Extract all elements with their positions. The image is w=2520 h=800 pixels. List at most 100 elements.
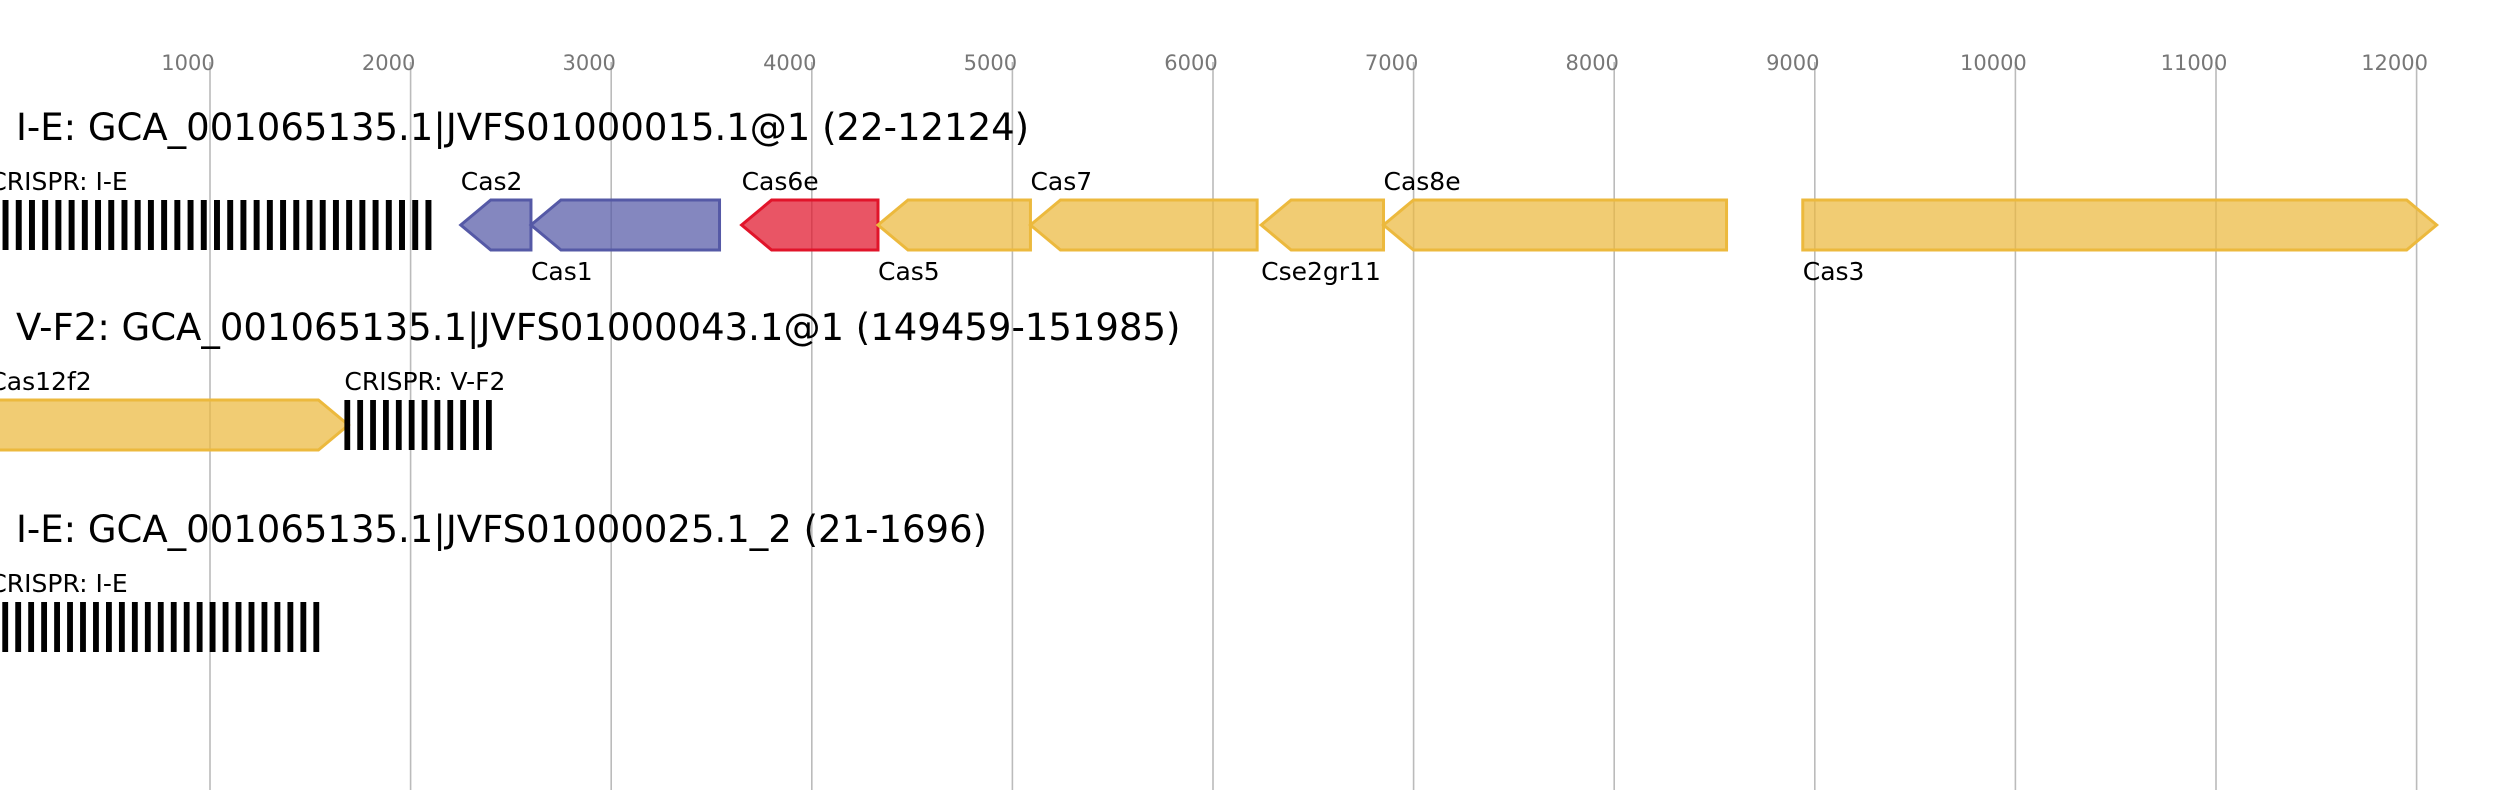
crispr-repeat <box>161 200 168 250</box>
crispr-array <box>2 602 320 652</box>
crispr-repeat <box>144 602 151 652</box>
crispr-repeat <box>183 602 190 652</box>
gene-label: Cse2gr11 <box>1261 257 1381 286</box>
axis-tick-label: 3000 <box>562 51 615 75</box>
crispr-repeat <box>240 200 247 250</box>
crispr-repeat <box>170 602 177 652</box>
crispr-repeat <box>319 200 326 250</box>
axis-tick-label: 9000 <box>1766 51 1819 75</box>
axis-tick-label: 1000 <box>161 51 214 75</box>
crispr-repeat <box>81 200 88 250</box>
gene-arrow <box>1258 198 1386 252</box>
gene-arrow <box>458 198 533 252</box>
crispr-repeat <box>385 200 392 250</box>
crispr-repeat <box>370 400 376 450</box>
crispr-repeat <box>460 400 467 450</box>
crispr-repeat <box>196 602 203 652</box>
axis-tick-label: 5000 <box>964 51 1017 75</box>
crispr-repeat <box>15 602 22 652</box>
crispr-repeat <box>313 602 320 652</box>
crispr-repeat <box>157 602 164 652</box>
crispr-label: CRISPR: I-E <box>0 167 128 196</box>
crispr-repeat <box>300 602 307 652</box>
gene-label: Cas12f2 <box>0 367 92 396</box>
crispr-repeat <box>359 200 366 250</box>
crispr-repeat <box>447 400 454 450</box>
crispr-repeat <box>131 602 138 652</box>
track-title: I-E: GCA_001065135.1|JVFS01000025.1_2 (2… <box>16 508 987 551</box>
crispr-repeat <box>2 200 9 250</box>
crispr-repeat <box>209 602 216 652</box>
crispr-repeat <box>93 602 99 652</box>
crispr-repeat <box>214 200 220 250</box>
crispr-repeat <box>222 602 229 652</box>
crispr-repeat <box>147 200 154 250</box>
crispr-repeat <box>67 602 73 652</box>
crispr-repeat <box>306 200 313 250</box>
gene-arrow <box>528 198 722 252</box>
track-title: I-E: GCA_001065135.1|JVFS01000015.1@1 (2… <box>16 106 1029 149</box>
crispr-repeat <box>425 200 432 250</box>
crispr-repeat <box>68 200 75 250</box>
crispr-repeat <box>485 400 492 450</box>
crispr-repeat <box>383 400 389 450</box>
axis-tick-label: 11000 <box>2161 51 2228 75</box>
axis-tick-label: 4000 <box>763 51 816 75</box>
axis-tick-label: 12000 <box>2361 51 2428 75</box>
gene-label: Cas2 <box>461 167 523 196</box>
crispr-repeat <box>357 400 364 450</box>
axis-tick-label: 6000 <box>1164 51 1217 75</box>
track-2: V-F2: GCA_001065135.1|JVFS01000043.1@1 (… <box>0 306 1180 452</box>
crispr-repeat <box>253 200 260 250</box>
coordinate-grid <box>209 62 2418 790</box>
gene-arrow <box>739 198 880 252</box>
crispr-label: CRISPR: I-E <box>0 569 128 598</box>
gene-arrow <box>1381 198 1729 252</box>
crispr-repeat <box>421 400 428 450</box>
crispr-repeat <box>408 400 415 450</box>
track-title: V-F2: GCA_001065135.1|JVFS01000043.1@1 (… <box>16 306 1180 349</box>
crispr-repeat <box>80 602 86 652</box>
track-3: I-E: GCA_001065135.1|JVFS01000025.1_2 (2… <box>0 508 987 652</box>
crispr-repeat <box>105 602 112 652</box>
crispr-repeat <box>55 200 62 250</box>
crispr-repeat <box>41 602 48 652</box>
crispr-repeat <box>473 400 479 450</box>
crispr-repeat <box>434 400 441 450</box>
gene-label: Cas5 <box>878 257 940 286</box>
crispr-label: CRISPR: V-F2 <box>344 367 505 396</box>
coordinate-axis: 1000 2000 3000 4000 5000 6000 7000 8000 9000 1000… <box>161 51 2428 75</box>
gene-arrow <box>0 398 351 452</box>
crispr-repeat <box>118 602 125 652</box>
axis-tick-label: 7000 <box>1365 51 1418 75</box>
axis-tick-label: 2000 <box>362 51 415 75</box>
crispr-repeat <box>274 602 281 652</box>
crispr-repeat <box>187 200 194 250</box>
track-list: I-E: GCA_001065135.1|JVFS01000015.1@1 (2… <box>0 106 2440 652</box>
crispr-repeat <box>372 200 379 250</box>
crispr-repeat <box>28 602 35 652</box>
crispr-repeat <box>287 602 294 652</box>
crispr-repeat <box>395 400 402 450</box>
gene-arrow <box>1801 198 2440 252</box>
crispr-repeat <box>412 200 419 250</box>
crispr-repeat <box>293 200 300 250</box>
crispr-array <box>344 400 492 450</box>
crispr-repeat <box>174 200 181 250</box>
crispr-repeat <box>28 200 35 250</box>
gene-label: Cas8e <box>1384 167 1461 196</box>
crispr-repeat <box>344 400 351 450</box>
gene-label: Cas6e <box>742 167 819 196</box>
crispr-repeat <box>235 602 242 652</box>
gene-arrow <box>1028 198 1259 252</box>
crispr-repeat <box>95 200 102 250</box>
axis-tick-label: 10000 <box>1960 51 2027 75</box>
gene-label: Cas1 <box>531 257 593 286</box>
axis-tick-label: 8000 <box>1565 51 1618 75</box>
crispr-repeat <box>134 200 141 250</box>
crispr-repeat <box>332 200 339 250</box>
crispr-repeat <box>200 200 207 250</box>
crispr-repeat <box>2 602 9 652</box>
crispr-repeat <box>261 602 268 652</box>
crispr-repeat <box>121 200 128 250</box>
